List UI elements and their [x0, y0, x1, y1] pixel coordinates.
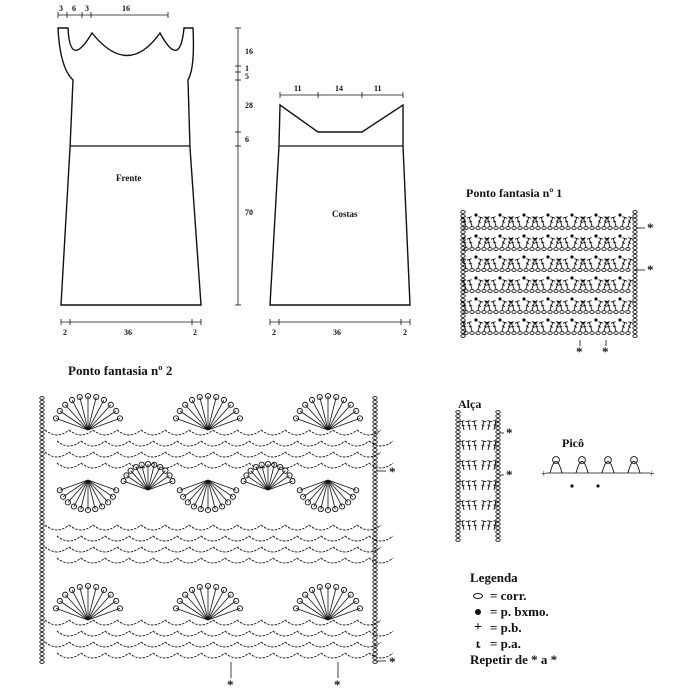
back-outline — [269, 103, 411, 306]
back-top-dimension — [279, 92, 404, 98]
front-bottom-dimension — [60, 319, 202, 325]
front-top-width-3: 3 — [85, 4, 89, 13]
back-bottom-dimension — [269, 319, 411, 325]
back-bottom-width-2: 36 — [333, 328, 341, 337]
legend-text-single-crochet: = p.b. — [490, 620, 522, 635]
legend-row-slip-stitch: = p. bxmo. — [470, 604, 670, 620]
legend-text-slip-stitch: = p. bxmo. — [490, 604, 549, 619]
pattern2-title: Ponto fantasia nº 2 — [68, 363, 172, 378]
pattern1-repeat-marker-bottom-1: * — [576, 344, 583, 359]
legend-text-chain: = corr. — [490, 588, 527, 603]
back-piece: Costas 11 14 11 2 36 2 — [269, 84, 411, 337]
strap-chart — [455, 410, 504, 542]
pattern2-repeat-marker-right-1: * — [389, 464, 396, 479]
front-bottom-width-1: 2 — [63, 328, 67, 337]
pattern1-title: Ponto fantasia nº 1 — [466, 186, 562, 200]
back-top-width-3: 11 — [374, 84, 382, 93]
pattern1-repeat-marker-right-1: * — [647, 220, 654, 235]
front-height-2: 1 — [245, 64, 249, 73]
legend-repeat: Repetir de * a * — [470, 652, 558, 667]
back-bottom-width-3: 2 — [403, 328, 407, 337]
double-crochet-tee-icon: ȶ — [475, 637, 481, 651]
front-height-dimension — [235, 27, 241, 306]
front-height-6: 70 — [245, 208, 253, 217]
pattern2-chart — [39, 392, 394, 678]
legend-row-double-crochet: ȶ = p.a. — [470, 636, 670, 652]
legend-text-double-crochet: = p.a. — [490, 636, 521, 651]
pattern2-repeat-marker-bottom-1: * — [227, 677, 234, 690]
legend: Legenda = corr. = p. bxmo. + = p.b. ȶ = … — [470, 570, 670, 668]
picot-chart: ++ — [541, 456, 655, 488]
front-top-width-2: 6 — [72, 4, 76, 13]
front-bottom-width-2: 36 — [124, 328, 132, 337]
strap-repeat-marker-1: * — [506, 425, 513, 440]
strap-title: Alça — [458, 397, 481, 411]
legend-row-single-crochet: + = p.b. — [470, 620, 670, 636]
pattern1-repeat-marker-right-2: * — [647, 262, 654, 277]
chain-oval-icon — [470, 593, 486, 599]
front-piece: Frente 3 6 3 16 16 1 5 28 6 70 — [57, 4, 253, 337]
svg-text:+: + — [541, 469, 547, 480]
back-top-width-1: 11 — [294, 84, 302, 93]
single-crochet-plus-icon: + — [474, 620, 482, 635]
back-bottom-width-1: 2 — [272, 328, 276, 337]
pattern2-repeat-marker-bottom-2: * — [334, 677, 341, 690]
front-label: Frente — [116, 173, 141, 183]
back-top-width-2: 14 — [335, 84, 343, 93]
pattern1-repeat-marker-bottom-2: * — [602, 344, 609, 359]
front-height-1: 16 — [245, 47, 253, 56]
front-top-dimension — [57, 12, 169, 18]
slip-stitch-dot-icon — [470, 609, 486, 615]
pattern2-repeat-marker-right-2: * — [389, 654, 396, 669]
legend-title: Legenda — [470, 570, 518, 585]
front-height-4: 28 — [245, 101, 253, 110]
pattern1-chart — [460, 210, 645, 346]
picot-title: Picô — [562, 436, 584, 450]
front-top-width-4: 16 — [122, 4, 130, 13]
strap-repeat-marker-2: * — [506, 467, 513, 482]
back-label: Costas — [332, 209, 358, 219]
front-height-3: 5 — [245, 72, 249, 81]
front-bottom-width-3: 2 — [193, 328, 197, 337]
front-outline — [57, 27, 202, 306]
front-height-5: 6 — [245, 135, 249, 144]
front-top-width-1: 3 — [59, 4, 63, 13]
svg-text:+: + — [649, 469, 655, 480]
legend-row-chain: = corr. — [470, 588, 670, 604]
